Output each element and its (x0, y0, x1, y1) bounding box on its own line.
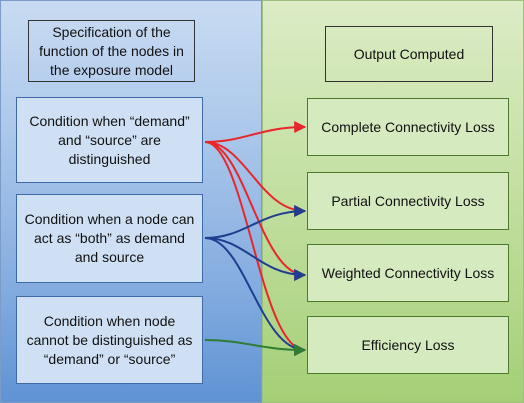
condition-both: Condition when a node can act as “both” … (16, 194, 203, 283)
arrow-condition-1-to-output-2 (204, 237, 307, 281)
arrow-condition-0-to-output-2 (204, 141, 307, 281)
arrow-condition-1-to-output-3 (204, 237, 307, 356)
arrow-condition-0-to-output-0 (204, 121, 307, 143)
arrow-condition-0-to-output-1 (204, 141, 307, 217)
output-complete-connectivity-loss: Complete Connectivity Loss (307, 98, 509, 156)
arrow-condition-2-to-output-3 (204, 339, 307, 356)
output-weighted-connectivity-loss: Weighted Connectivity Loss (307, 244, 509, 302)
arrow-condition-0-to-output-3 (204, 141, 307, 356)
condition-not-distinguished: Condition when node cannot be distinguis… (16, 296, 203, 384)
arrow-condition-1-to-output-1 (204, 205, 307, 239)
condition-demand-source: Condition when “demand” and “source” are… (16, 97, 203, 183)
output-partial-connectivity-loss: Partial Connectivity Loss (307, 172, 509, 230)
header-specification: Specification of the function of the nod… (28, 20, 195, 82)
output-efficiency-loss: Efficiency Loss (307, 316, 509, 374)
header-output-computed: Output Computed (325, 26, 493, 82)
